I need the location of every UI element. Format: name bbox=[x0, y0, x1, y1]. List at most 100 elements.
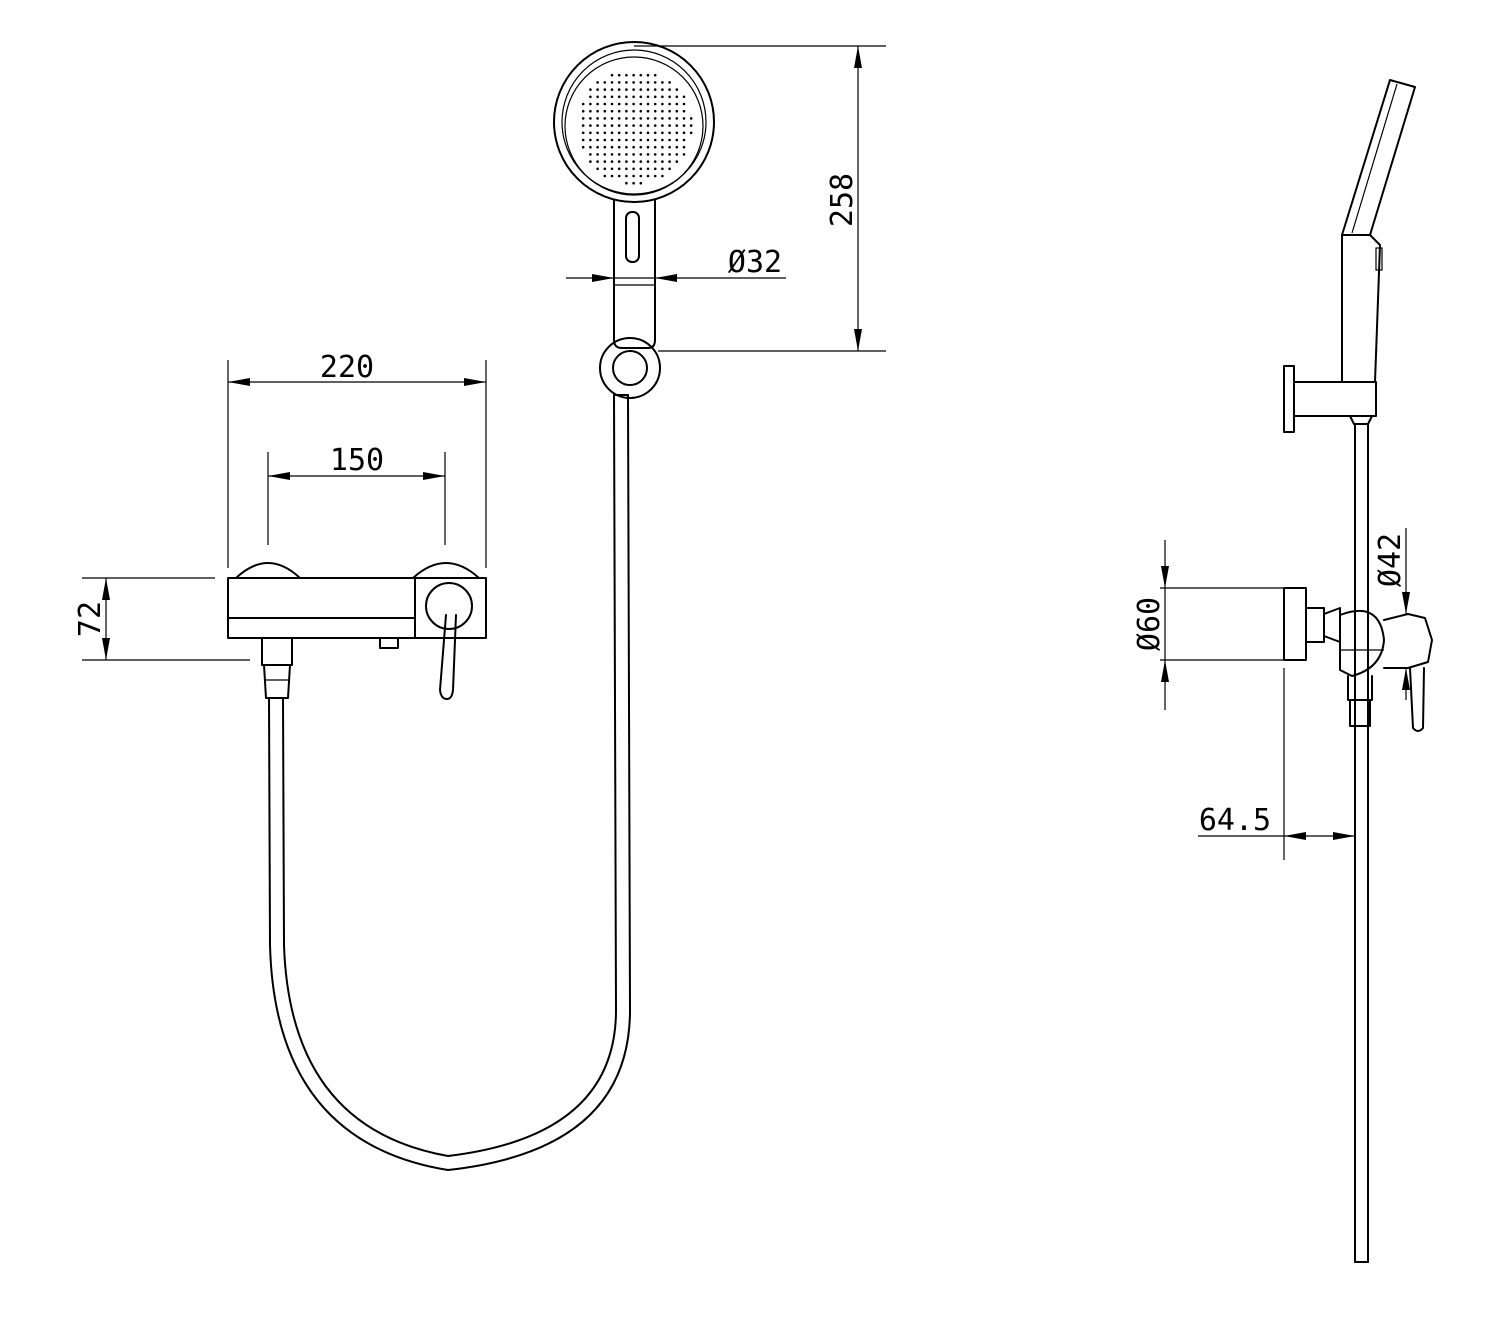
nozzle-dot bbox=[661, 95, 664, 99]
nozzle-dot bbox=[661, 102, 664, 106]
nozzle-dot bbox=[632, 73, 635, 77]
nozzle-dot bbox=[603, 81, 607, 84]
nozzle-dot bbox=[581, 102, 585, 106]
nozzle-dot bbox=[625, 73, 628, 77]
mixer-cap-left bbox=[235, 562, 301, 579]
nozzle-dot bbox=[653, 102, 657, 106]
nozzle-dot bbox=[639, 88, 643, 91]
nozzle-dot bbox=[625, 102, 628, 106]
nozzle-dot bbox=[589, 88, 592, 91]
nozzle-dot bbox=[668, 109, 671, 113]
nozzle-dot bbox=[596, 138, 599, 142]
nozzle-dot bbox=[668, 102, 671, 106]
nozzle-dot bbox=[603, 131, 607, 135]
nozzle-dot bbox=[653, 174, 657, 178]
nozzle-dot bbox=[675, 88, 679, 91]
nozzle-dot bbox=[646, 131, 650, 135]
nozzle-dot bbox=[668, 88, 671, 91]
nozzle-dot bbox=[610, 160, 614, 163]
dim-d42-label: Ø42 bbox=[1373, 533, 1408, 587]
nozzle-dot bbox=[646, 160, 650, 163]
nozzle-dot bbox=[661, 131, 664, 135]
nozzle-dot bbox=[617, 153, 621, 156]
nozzle-dot bbox=[646, 109, 650, 113]
dim-d60-label: Ø60 bbox=[1132, 597, 1167, 651]
nozzle-dot bbox=[682, 102, 686, 106]
nozzle-dot bbox=[632, 131, 635, 135]
nozzle-dot bbox=[589, 153, 592, 156]
nozzle-dot bbox=[625, 145, 628, 149]
side-mixer-body bbox=[1339, 610, 1385, 677]
nozzle-dot bbox=[632, 160, 635, 163]
dim-d32-label: Ø32 bbox=[728, 245, 782, 280]
nozzle-dot bbox=[639, 73, 643, 77]
shower-hose bbox=[268, 394, 631, 1171]
nozzle-dot bbox=[661, 124, 664, 127]
nozzle-dot bbox=[639, 138, 643, 142]
nozzle-dot bbox=[603, 102, 607, 106]
handshower-front-view bbox=[553, 41, 715, 399]
nozzle-dot bbox=[603, 88, 607, 91]
nozzle-dot bbox=[653, 153, 657, 156]
side-holder-flange bbox=[1283, 365, 1295, 433]
nozzle-dot bbox=[661, 145, 664, 149]
nozzle-dot bbox=[682, 131, 686, 135]
nozzle-dot bbox=[661, 153, 664, 156]
handshower-holder-inner bbox=[612, 350, 648, 386]
nozzle-dot bbox=[596, 117, 599, 120]
nozzle-dot bbox=[668, 138, 671, 142]
nozzle-dot bbox=[646, 167, 650, 171]
nozzle-dot bbox=[646, 81, 650, 84]
nozzle-dot bbox=[661, 81, 664, 84]
nozzle-dot bbox=[625, 109, 628, 113]
nozzle-dot bbox=[653, 145, 657, 149]
side-mixer-lever-base bbox=[1383, 613, 1433, 669]
nozzle-dot bbox=[639, 181, 643, 185]
nozzle-dot bbox=[653, 124, 657, 127]
nozzle-dot bbox=[632, 109, 635, 113]
nozzle-dot bbox=[675, 95, 679, 99]
nozzle-dot bbox=[603, 124, 607, 127]
nozzle-dot bbox=[610, 124, 614, 127]
nozzle-dot bbox=[653, 117, 657, 120]
nozzle-dot bbox=[632, 88, 635, 91]
nozzle-dot bbox=[625, 131, 628, 135]
nozzle-dot bbox=[668, 117, 671, 120]
nozzle-dot bbox=[675, 131, 679, 135]
nozzle-dot bbox=[668, 81, 671, 84]
nozzle-dot bbox=[589, 109, 592, 113]
nozzle-dot bbox=[675, 145, 679, 149]
nozzle-dot bbox=[689, 117, 693, 120]
nozzle-dot bbox=[653, 109, 657, 113]
nozzle-dot bbox=[682, 138, 686, 142]
nozzle-dot bbox=[632, 145, 635, 149]
nozzle-dot bbox=[632, 138, 635, 142]
handshower-handle bbox=[613, 199, 656, 349]
nozzle-dot bbox=[625, 174, 628, 178]
nozzle-dot bbox=[617, 174, 621, 178]
nozzle-dot bbox=[639, 167, 643, 171]
mixer-front-view bbox=[227, 562, 487, 700]
handshower-holder-outer bbox=[599, 337, 661, 399]
handshower-head-outer bbox=[553, 41, 715, 203]
side-view bbox=[1283, 79, 1433, 1263]
nozzle-dot bbox=[668, 124, 671, 127]
nozzle-dot bbox=[610, 109, 614, 113]
nozzle-dot bbox=[617, 73, 621, 77]
nozzle-dot bbox=[610, 73, 614, 77]
nozzle-dot bbox=[639, 153, 643, 156]
mixer-cap-right bbox=[412, 562, 480, 579]
mixer-body bbox=[227, 577, 487, 639]
handshower-button bbox=[625, 211, 640, 263]
nozzle-dot bbox=[675, 160, 679, 163]
nozzle-dot bbox=[617, 81, 621, 84]
nozzle-dot bbox=[646, 88, 650, 91]
nozzle-dot bbox=[589, 124, 592, 127]
nozzle-dot bbox=[646, 153, 650, 156]
nozzle-dot bbox=[632, 95, 635, 99]
nozzle-dot bbox=[603, 109, 607, 113]
nozzle-dot bbox=[661, 88, 664, 91]
nozzle-dot bbox=[589, 160, 592, 163]
nozzle-dot bbox=[603, 174, 607, 178]
